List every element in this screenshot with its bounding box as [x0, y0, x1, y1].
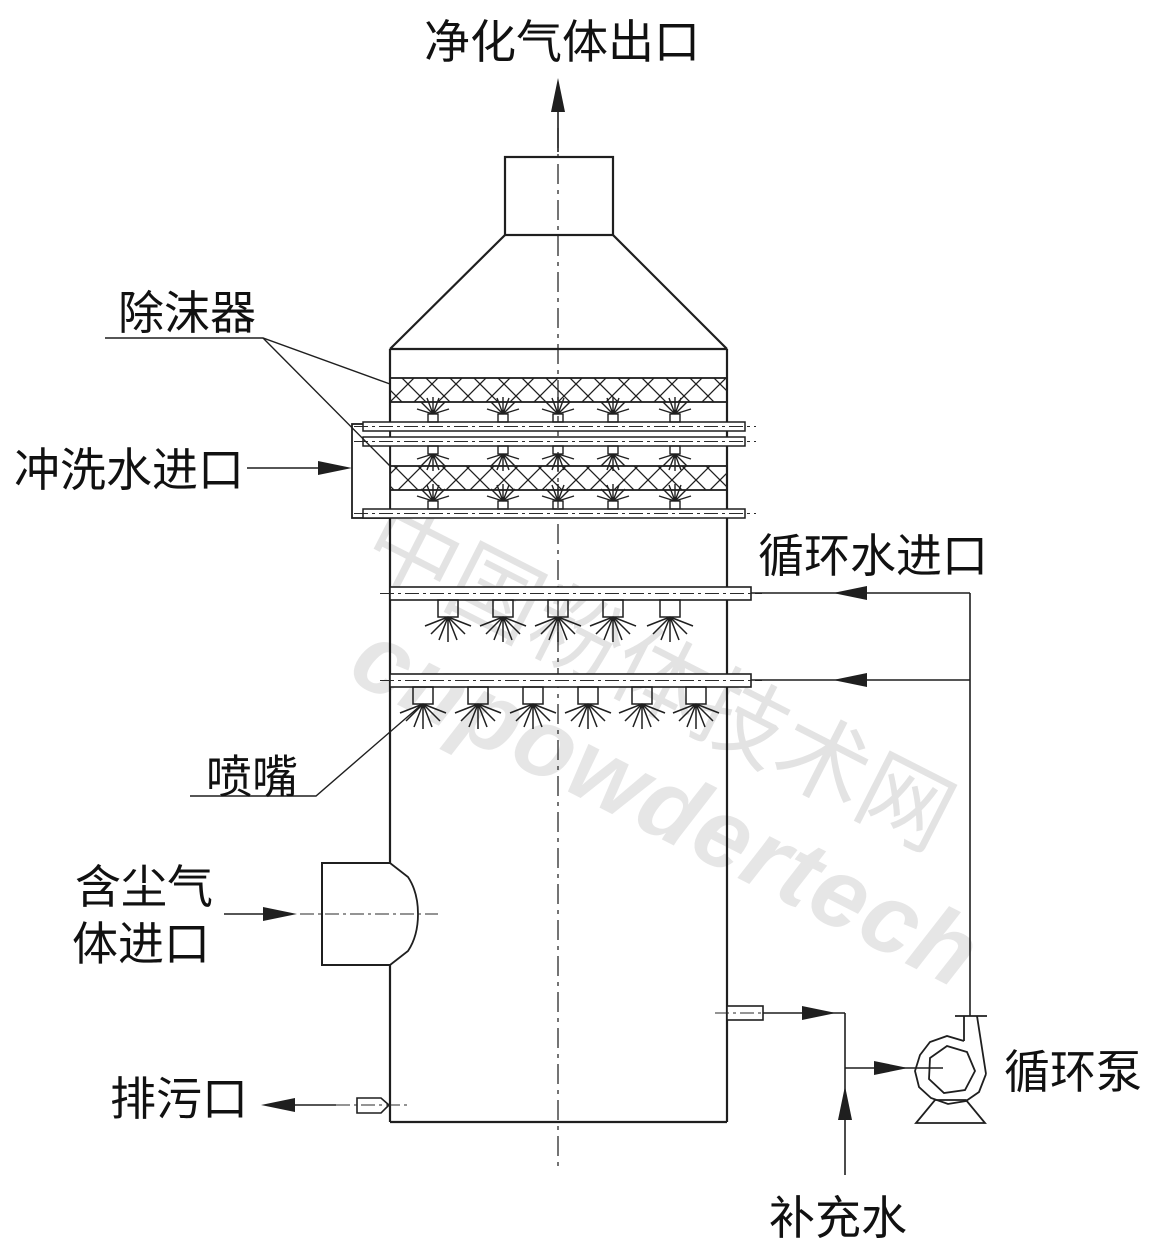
purified-gas-outlet-arrow — [551, 78, 565, 152]
label-flushing-water-inlet: 冲洗水进口 — [14, 445, 244, 496]
label-purified-gas-outlet: 净化气体出口 — [424, 17, 700, 68]
label-nozzle: 喷嘴 — [206, 752, 298, 803]
transition-cone — [389, 234, 728, 351]
left-arrow-icon — [833, 586, 867, 600]
pump-impeller — [928, 1045, 976, 1094]
circulating-pump — [914, 1015, 987, 1124]
outlet-stack — [503, 155, 615, 237]
leader-lines — [105, 337, 421, 797]
label-dusty-gas-inlet-line2: 体进口 — [72, 919, 210, 970]
main-spray-assembly — [380, 586, 762, 730]
flushing-water-arrow — [247, 461, 352, 475]
spray-header-a — [389, 586, 752, 601]
flushing-spray-assembly — [351, 396, 756, 519]
label-circulating-water-inlet: 循环水进口 — [758, 531, 988, 582]
left-arrow-icon — [261, 1098, 295, 1112]
pump-suction-piping — [715, 1005, 943, 1175]
demister-leader-1 — [105, 337, 391, 385]
up-arrow-icon — [551, 78, 565, 112]
header-centerlines — [380, 593, 762, 681]
right-arrow-icon — [874, 1061, 908, 1075]
labels: 净化气体出口 除沫器 冲洗水进口 循环水进口 喷嘴 含尘气 体进口 排污口 循环… — [14, 17, 1142, 1244]
drain-outlet — [261, 1097, 408, 1114]
right-arrow-icon — [318, 461, 352, 475]
left-arrow-icon — [833, 673, 867, 687]
right-arrow-icon — [802, 1006, 836, 1020]
pump-base — [914, 1099, 987, 1124]
label-drain-outlet: 排污口 — [110, 1074, 248, 1125]
demister-leader-2 — [262, 337, 391, 467]
label-demister: 除沫器 — [118, 288, 256, 339]
circulation-piping — [751, 586, 971, 1016]
label-circulating-pump: 循环泵 — [1004, 1047, 1142, 1098]
right-arrow-icon — [263, 907, 297, 921]
flush-pipe-centerlines — [354, 426, 756, 514]
nozzle-leader — [190, 705, 421, 797]
label-dusty-gas-inlet-line1: 含尘气 — [75, 862, 213, 913]
spray-header-b — [389, 673, 752, 688]
up-arrow-icon — [838, 1086, 852, 1120]
gas-inlet-duct — [224, 862, 438, 966]
pump-volute — [914, 1035, 987, 1105]
label-makeup-water: 补充水 — [769, 1193, 907, 1244]
